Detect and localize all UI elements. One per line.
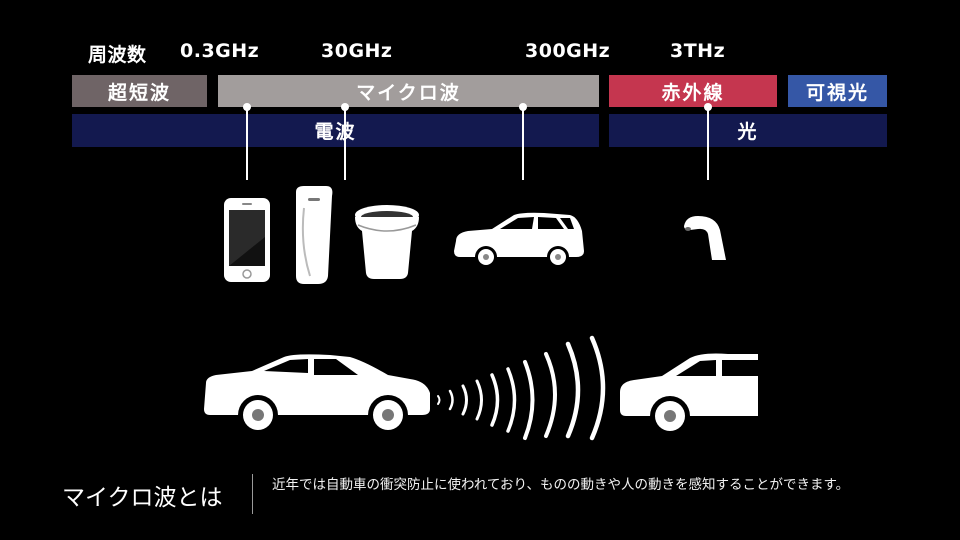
connector-dot xyxy=(341,103,349,111)
urinal-icon xyxy=(296,186,333,284)
toilet-icon xyxy=(355,205,419,279)
connector-dot xyxy=(704,103,712,111)
caption-title: マイクロ波とは xyxy=(62,485,223,511)
freq-tick-300ghz: 300GHz xyxy=(525,40,611,62)
band-radio-wave: 電波 xyxy=(72,114,599,147)
sedan-right-icon xyxy=(620,353,758,436)
radar-waves-icon xyxy=(437,335,606,441)
freq-tick-30ghz: 30GHz xyxy=(321,40,393,62)
freq-tick-0-3ghz: 0.3GHz xyxy=(180,40,260,62)
band-microwave: マイクロ波 xyxy=(218,75,599,107)
smartphone-icon xyxy=(224,198,270,282)
car-icon xyxy=(454,212,584,268)
connector-dot xyxy=(243,103,251,111)
connector-line xyxy=(344,107,346,180)
band-infrared: 赤外線 xyxy=(609,75,777,107)
freq-tick-3thz: 3THz xyxy=(670,40,726,62)
connector-dot xyxy=(519,103,527,111)
frequency-label: 周波数 xyxy=(88,44,147,66)
band-short-wave: 超短波 xyxy=(72,75,207,107)
sedan-left-icon xyxy=(204,354,430,435)
caption-text: 近年では自動車の衝突防止に使われており、ものの動きや人の動きを感知することができ… xyxy=(272,477,850,493)
faucet-icon xyxy=(684,216,726,260)
caption-divider xyxy=(252,474,253,514)
connector-line xyxy=(522,107,524,180)
connector-line xyxy=(707,107,709,180)
band-visible-light: 可視光 xyxy=(788,75,887,107)
band-light: 光 xyxy=(609,114,887,147)
connector-line xyxy=(246,107,248,180)
